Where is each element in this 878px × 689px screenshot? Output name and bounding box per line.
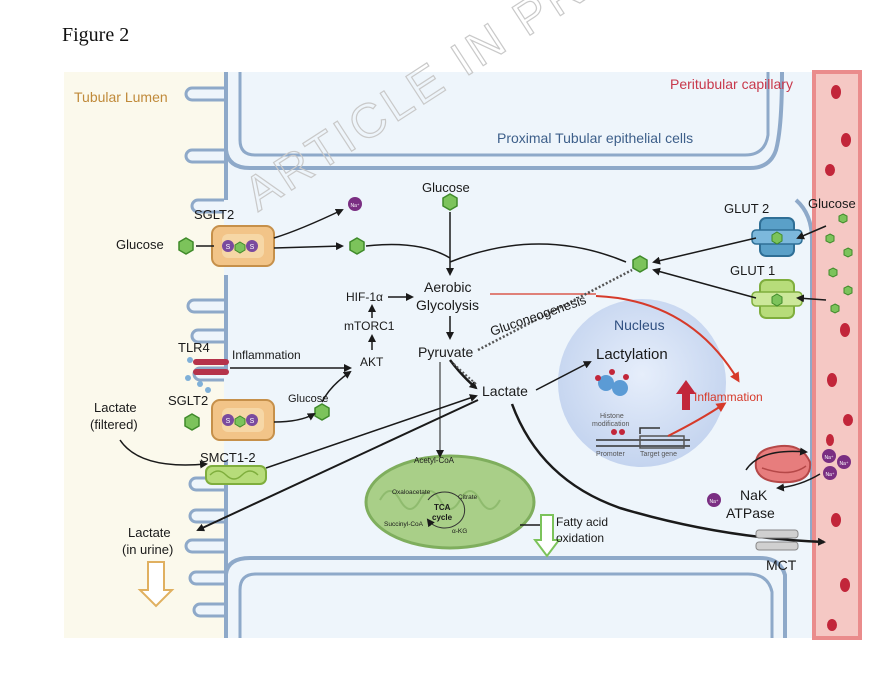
sodium-cell-label: Na⁺ [709, 499, 718, 505]
sodium-s-top-a: S [226, 244, 231, 251]
figure-label: Figure 2 [62, 24, 130, 46]
glycolysis-label: Glycolysis [416, 297, 479, 313]
dna-strand [596, 427, 690, 449]
sodium-ion-cap-b [837, 455, 851, 469]
sodium-cap-a-label: Na⁺ [824, 455, 833, 461]
akg-label: α-KG [452, 528, 467, 535]
hif-label: HIF-1α [346, 290, 383, 304]
sglt2-bottom-label: SGLT2 [168, 393, 208, 408]
tca-label: TCA [434, 503, 451, 512]
sodium-cap-c-label: Na⁺ [825, 472, 834, 478]
acetyl-coa-label: Acetyl-CoA [414, 456, 455, 465]
inflammation-left-label: Inflammation [232, 348, 301, 362]
capillary-label: Peritubular capillary [670, 76, 793, 92]
aerobic-label: Aerobic [424, 279, 471, 295]
tlr4-receptor [185, 357, 229, 393]
target-gene-label: Target gene [640, 451, 677, 458]
cell-boundary-bottom [224, 556, 787, 638]
capillary-glucose-icons [825, 213, 853, 314]
nucleus [558, 299, 726, 467]
tlr4-label: TLR4 [178, 340, 210, 355]
fatty-acid-down-arrow [533, 514, 561, 558]
pyruvate-label: Pyruvate [418, 344, 473, 360]
sglt2-top-transporter: S S [211, 225, 275, 267]
glucose-sglt2-bottom-icon [184, 413, 200, 431]
nak-label: NaK [740, 487, 768, 503]
sodium-ion-top [348, 197, 362, 211]
nucleus-label: Nucleus [614, 317, 665, 333]
succinyl-coa-label: Succinyl-CoA [384, 521, 424, 528]
lactylation-label: Lactylation [596, 346, 668, 363]
mtorc-label: mTORC1 [344, 319, 395, 333]
lactate-filtered-label: Lactate [94, 400, 137, 415]
sodium-ion-top-label: Na⁺ [350, 203, 359, 209]
histone-icon [595, 369, 629, 396]
glucose-top-icon [442, 193, 458, 211]
smct-transporter [205, 465, 267, 485]
sglt2-top-label: SGLT2 [194, 207, 234, 222]
glucose-intracellular-icon [349, 237, 365, 255]
akt-label: AKT [360, 355, 384, 369]
glut2-transporter [751, 217, 803, 257]
glut2-label: GLUT 2 [724, 201, 769, 216]
atpase-label: ATPase [726, 505, 775, 521]
fatty-acid-label: Fatty acid [556, 515, 608, 529]
peritubular-capillary [812, 70, 862, 640]
cells-label: Proximal Tubular epithelial cells [497, 130, 693, 146]
sodium-cap-b-label: Na⁺ [839, 461, 848, 467]
histone-mod-label: modification [592, 421, 629, 428]
lactate-center-label: Lactate [482, 383, 528, 399]
glut1-label: GLUT 1 [730, 263, 775, 278]
inflammation-up-arrow [676, 380, 696, 410]
urine-down-arrow [137, 561, 175, 608]
oxaloacetate-label: Oxaloacetate [392, 489, 431, 496]
glucose-mid-label: Glucose [288, 393, 328, 405]
sodium-ion-cap-c [823, 466, 837, 480]
glucose-top-label: Glucose [422, 180, 470, 195]
mct-transporter [755, 529, 799, 551]
lactate-urine-label: Lactate [128, 525, 171, 540]
citrate-label: Citrate [458, 494, 478, 501]
mitochondrion [364, 454, 536, 550]
cell-boundary-top [224, 71, 784, 170]
sglt2-bottom-transporter: S S [211, 399, 275, 441]
red-blood-cells [825, 85, 853, 631]
sodium-ion-cap-a [822, 449, 836, 463]
smct-label: SMCT1-2 [200, 450, 256, 465]
sodium-s-top-b: S [250, 244, 255, 251]
lactate-urine-sub-label: (in urine) [122, 542, 173, 557]
glucose-lumen-icon [178, 237, 194, 255]
oxidation-label: oxidation [556, 531, 604, 545]
glucose-lumen-label: Glucose [116, 237, 164, 252]
glucose-right-icon [632, 255, 648, 273]
promoter-label: Promoter [596, 451, 625, 458]
lumen-label: Tubular Lumen [74, 89, 168, 105]
glut1-transporter [751, 279, 803, 319]
glucose-mid-icon [314, 403, 330, 421]
lactate-filtered-sub-label: (filtered) [90, 417, 138, 432]
sodium-s-bottom-a: S [226, 418, 231, 425]
sodium-s-bottom-b: S [250, 418, 255, 425]
inflammation-right-label: Inflammation [694, 390, 763, 404]
glucose-capillary-label: Glucose [808, 196, 856, 211]
sodium-ion-cell [707, 493, 721, 507]
mct-label: MCT [766, 557, 797, 573]
cycle-label: cycle [432, 513, 453, 522]
histone-label: Histone [600, 413, 624, 420]
